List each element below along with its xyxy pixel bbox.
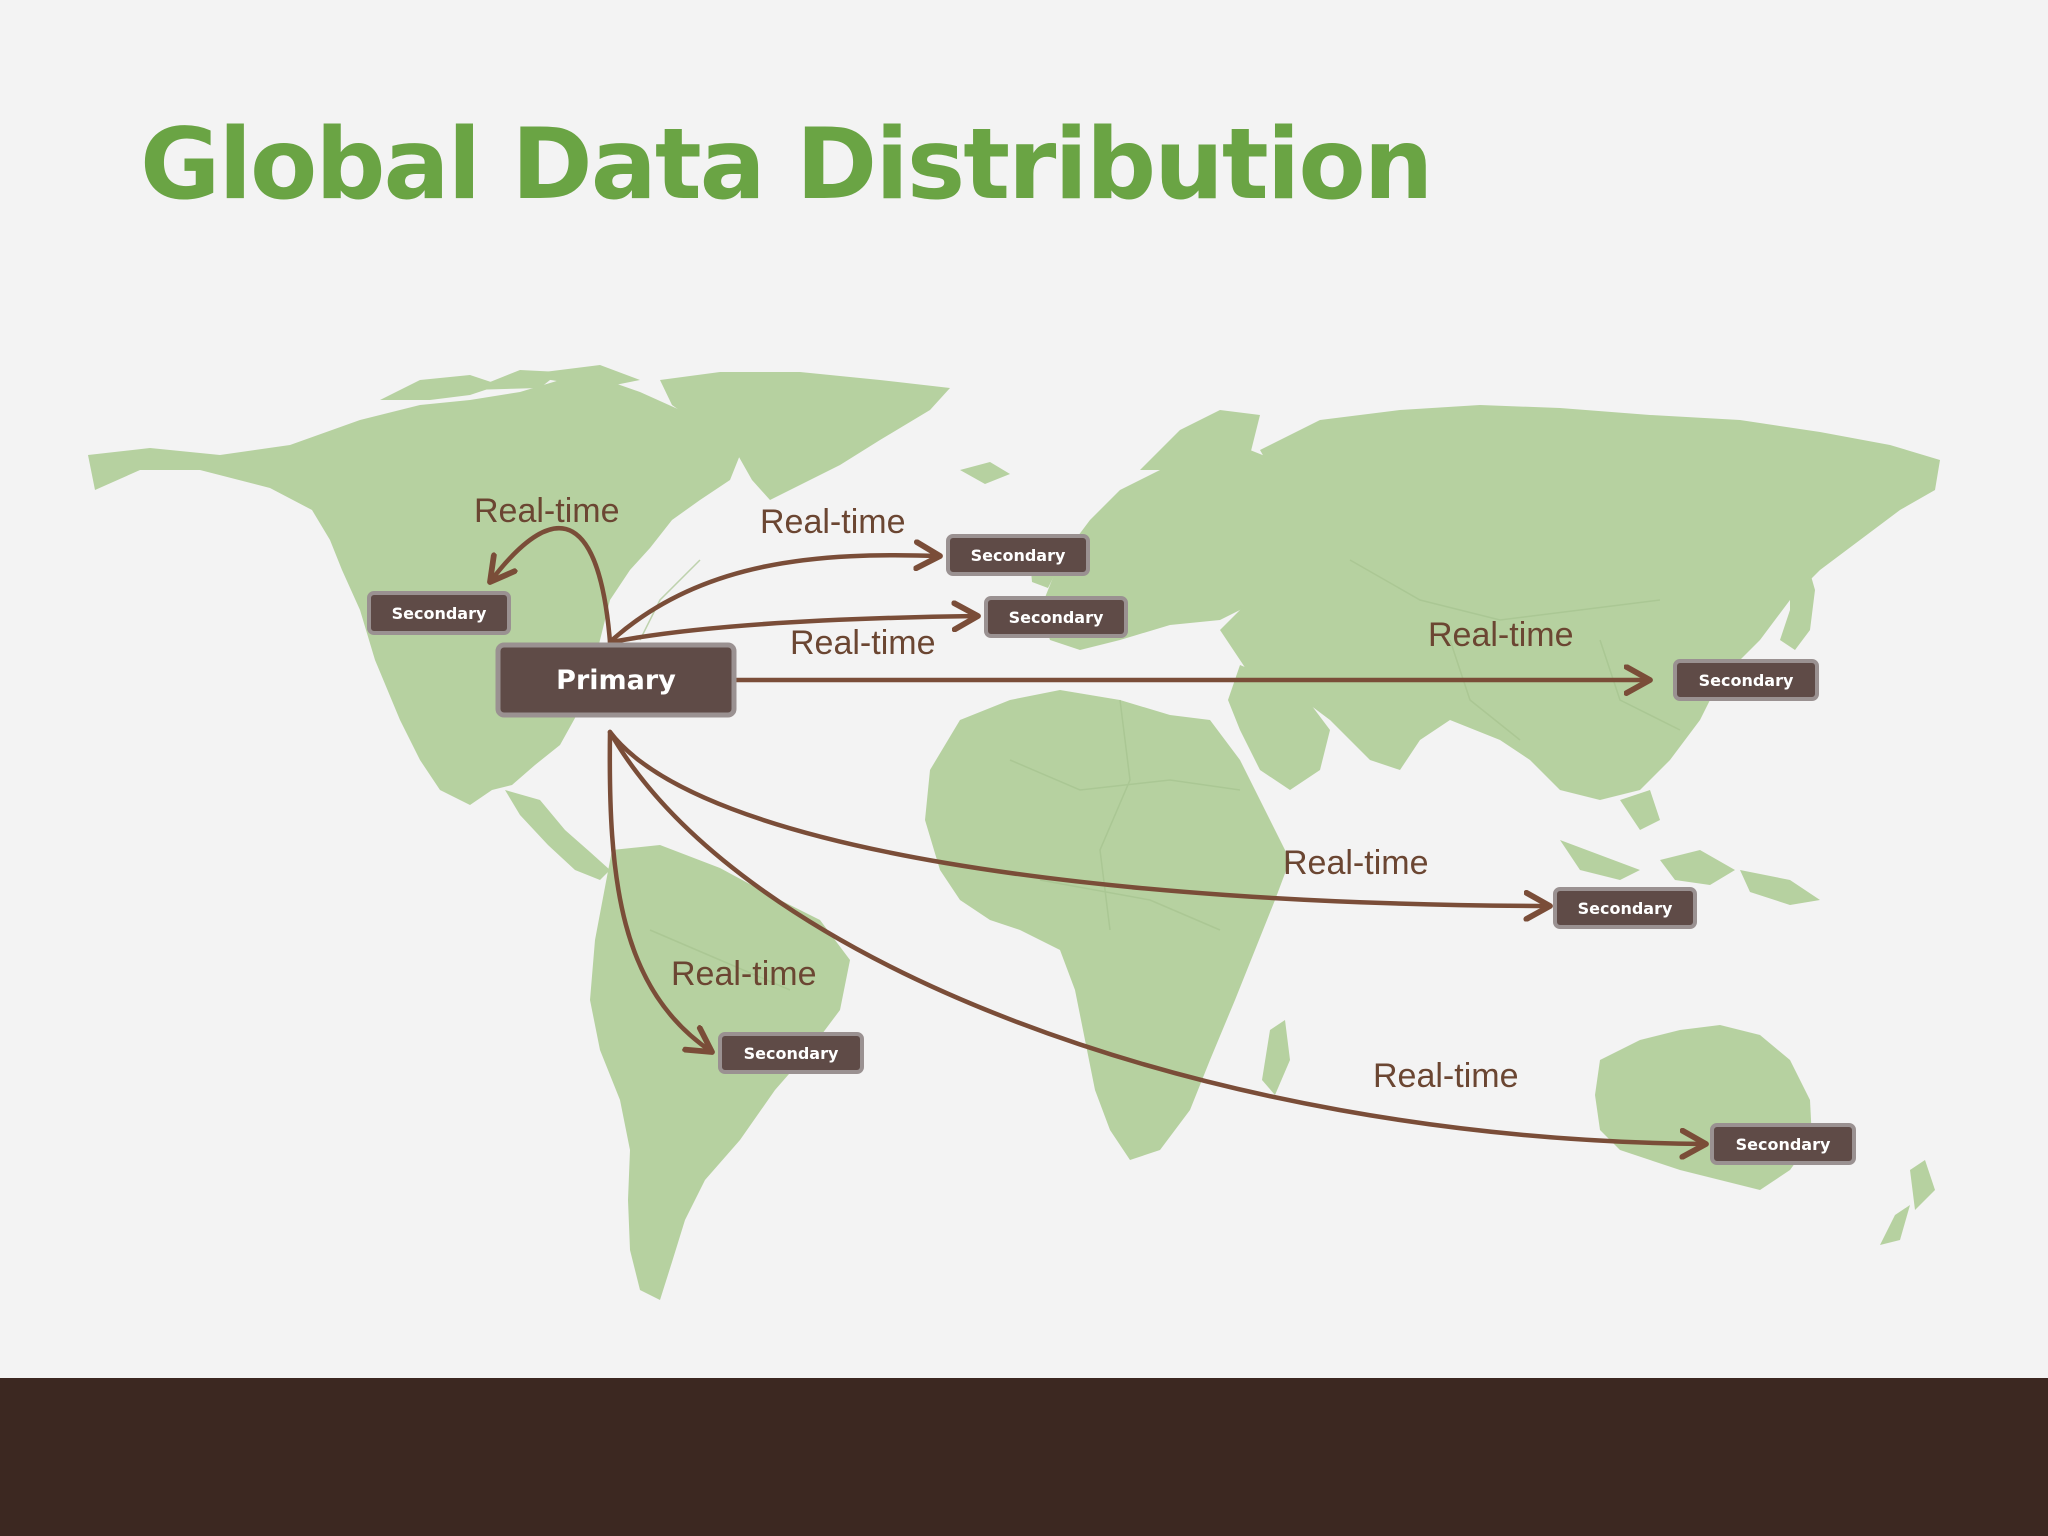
secondary-node-label: Secondary [971,546,1066,565]
secondary-node: Secondary [367,591,511,635]
edge-label-europe-north: Real-time [760,503,905,541]
secondary-node-label: Secondary [392,604,487,623]
primary-node-label: Primary [556,665,676,696]
south-america-shape [590,845,850,1300]
greenland-shape [660,372,950,500]
arrow-to-europe-south [609,616,978,645]
secondary-node: Secondary [946,534,1090,576]
asia-shape [1220,405,1940,800]
secondary-node-label: Secondary [1699,671,1794,690]
secondary-node-label: Secondary [1009,608,1104,627]
world-map-icon [88,365,1940,1300]
footer-bar [0,1378,2048,1536]
edge-labels: Real-time Real-time Real-time Real-time … [474,492,1573,1095]
secondary-node-label: Secondary [1578,899,1673,918]
page-title: Global Data Distribution [140,108,1433,222]
secondary-node: Secondary [1553,887,1697,929]
arrow-to-north-america-west [490,526,613,645]
edge-label-south-america: Real-time [671,955,816,993]
secondary-node: Secondary [1673,659,1819,701]
secondary-node: Secondary [1710,1123,1856,1165]
arrow-to-south-america [607,729,712,1052]
secondary-node: Secondary [984,596,1128,638]
africa-shape [925,690,1290,1160]
edge-label-north-america-west: Real-time [474,492,619,530]
edge-label-southeast-asia: Real-time [1283,844,1428,882]
arrow-to-southeast-asia [607,729,1550,906]
arrow-to-australia [607,729,1706,1144]
australia-shape [1595,1025,1812,1190]
arrow-to-europe-north [607,555,940,645]
replication-arrows [490,526,1706,1144]
secondary-node: Secondary [718,1032,864,1074]
edge-label-australia: Real-time [1373,1057,1518,1095]
primary-node: Primary [495,642,737,718]
country-borders [639,559,1681,991]
secondary-node-label: Secondary [1736,1135,1831,1154]
secondary-node-label: Secondary [744,1044,839,1063]
edge-label-east-asia: Real-time [1428,616,1573,654]
edge-label-europe-south: Real-time [790,624,935,662]
